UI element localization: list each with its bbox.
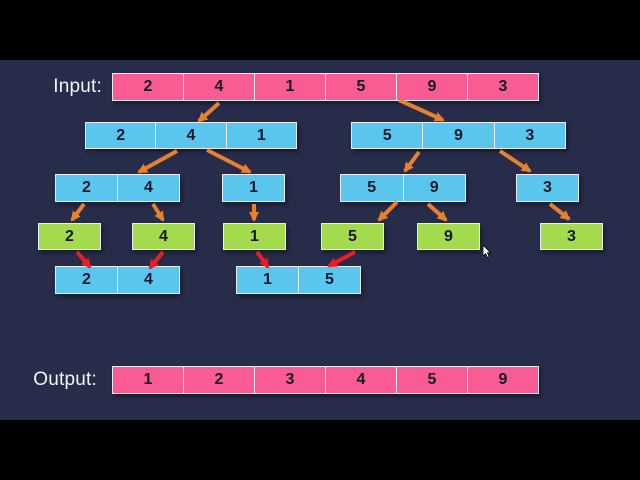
array-merged-15-cell-1: 5 (298, 267, 360, 293)
array-single-1-cell-0: 1 (250, 227, 259, 245)
array-level2-left-cell-0: 2 (116, 126, 126, 144)
array-single-5-cell-0: 5 (348, 227, 357, 245)
array-merged-15-cell-0: 1 (263, 271, 272, 288)
array-level3-24-cell-1: 4 (117, 175, 179, 201)
array-single-4-cell-0: 4 (159, 227, 168, 245)
array-single-9: 9 (417, 223, 480, 250)
array-input-cell-3: 5 (325, 74, 396, 100)
output-label: Output: (33, 369, 97, 390)
array-input-cell-2: 1 (254, 74, 325, 100)
array-single-5: 5 (321, 223, 384, 250)
array-level3-24-cell-0: 2 (82, 179, 91, 196)
array-single-3: 3 (540, 223, 603, 250)
array-input-cell-0: 2 (143, 78, 153, 95)
array-merged-24-cell-0: 2 (82, 271, 91, 288)
array-level2-left-cell-2: 1 (225, 123, 296, 148)
array-input-cell-5: 3 (467, 74, 538, 100)
array-single-9-cell-0: 9 (444, 227, 453, 245)
array-output-cell-2: 3 (254, 367, 325, 393)
array-single-2: 2 (38, 223, 101, 250)
array-single-1: 1 (223, 223, 286, 250)
array-level2-right-cell-1: 9 (422, 123, 493, 148)
array-level3-1: 1 (222, 174, 285, 202)
array-single-2-cell-0: 2 (65, 227, 74, 245)
array-input-cell-1: 4 (183, 74, 254, 100)
array-level3-3-cell-0: 3 (543, 179, 552, 196)
array-level3-3: 3 (516, 174, 579, 202)
array-level2-right-cell-2: 3 (493, 123, 565, 148)
array-single-3-cell-0: 3 (567, 227, 576, 245)
array-level2-right-cell-0: 5 (382, 126, 392, 144)
array-single-4: 4 (132, 223, 195, 250)
array-level3-59-cell-0: 5 (367, 179, 377, 196)
array-level3-1-cell-0: 1 (249, 179, 258, 196)
array-output-cell-1: 2 (183, 367, 254, 393)
array-level2-left-cell-1: 4 (155, 123, 225, 148)
array-output-cell-3: 4 (325, 367, 396, 393)
array-merged-24-cell-1: 4 (117, 267, 179, 293)
input-label: Input: (53, 76, 102, 97)
array-output-cell-0: 1 (143, 371, 153, 388)
array-input-cell-4: 9 (396, 74, 467, 100)
array-output-cell-4: 5 (396, 367, 467, 393)
array-level3-59-cell-1: 9 (402, 175, 466, 201)
array-output-cell-5: 9 (467, 367, 538, 393)
slide-background (0, 60, 640, 420)
